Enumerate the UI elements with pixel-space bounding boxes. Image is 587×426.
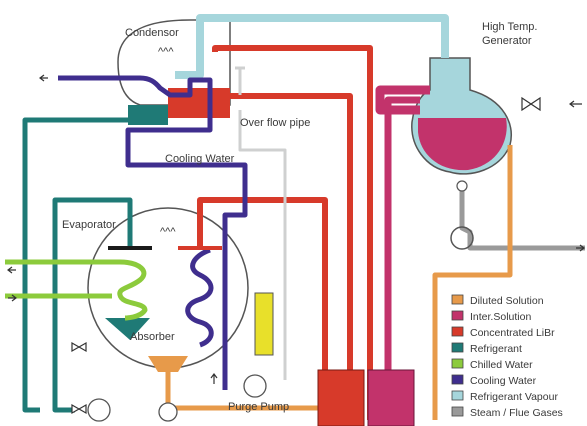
legend-swatch (451, 406, 464, 417)
refrigerant-pump (87, 398, 111, 422)
concentrated-pipe-3 (197, 197, 328, 420)
legend-swatch (451, 390, 464, 401)
absorber-sump (148, 356, 188, 372)
high-temp-generator-label-1: High Temp. (482, 21, 537, 33)
refrigerant-pipe-left (22, 117, 135, 413)
legend-swatch (451, 358, 464, 369)
legend-swatch (451, 310, 464, 321)
diluted-pipe (165, 145, 513, 420)
purge-pump-label: Purge Pump (228, 401, 289, 413)
arrow-cooling-in (210, 373, 218, 384)
legend-label: Diluted Solution (470, 295, 544, 307)
concentrated-pipe-1 (212, 45, 373, 420)
refrigerant-pipe-evap (52, 197, 133, 413)
steam-coil (450, 226, 474, 250)
legend-label: Concentrated LiBr (470, 327, 555, 339)
arrow-cooling-water-out (39, 74, 48, 82)
heat-exchanger-high (367, 369, 415, 426)
inter-solution-pipe-2 (375, 85, 430, 115)
solution-pump (158, 402, 178, 422)
overflow-pipe (235, 66, 287, 380)
legend-swatch (451, 342, 464, 353)
cooling-water-label: Cooling Water (165, 153, 235, 165)
legend-label: Refrigerant Vapour (470, 391, 558, 403)
chilled-water-coil (5, 259, 148, 321)
vapour-marks-evap: ^^^ (160, 226, 176, 238)
legend: Diluted SolutionInter.SolutionConcentrat… (451, 294, 563, 419)
cooling-water-coil (185, 247, 214, 348)
heat-exchanger-low (317, 369, 365, 426)
purge-pump-body (254, 292, 274, 356)
overflow-pipe-label: Over flow pipe (240, 117, 310, 129)
steam-trap (456, 180, 468, 192)
cooling-water-pipe (58, 75, 248, 390)
legend-label: Steam / Flue Gases (470, 407, 563, 419)
legend-swatch (451, 374, 464, 385)
refrigerant-tray (105, 318, 150, 340)
legend-swatch (451, 326, 464, 337)
high-temp-generator-liquid (418, 118, 507, 171)
refrigerant-valve-2 (71, 403, 87, 415)
vapour-marks-condensor: ^^^ (158, 46, 174, 58)
refrigerant-valve (71, 341, 87, 353)
legend-swatch (451, 294, 464, 305)
concentrated-pipe-2 (230, 93, 353, 420)
steam-pipe (459, 188, 585, 251)
arrow-steam-in (569, 100, 582, 108)
arrow-chilled-in (8, 294, 17, 302)
evaporator-label: Evaporator (62, 219, 116, 231)
purge-pump-motor (243, 374, 267, 398)
legend-label: Chilled Water (470, 359, 533, 371)
vapour-pipe (175, 14, 449, 79)
steam-valve (521, 96, 541, 112)
legend-label: Inter.Solution (470, 311, 531, 323)
arrow-chilled-out (7, 266, 16, 274)
legend-label: Refrigerant (470, 343, 522, 355)
legend-label: Cooling Water (470, 375, 537, 387)
condensor-label: Condensor (125, 27, 179, 39)
condensor-tank-refrigerant (128, 105, 168, 125)
arrow-steam-out (576, 244, 585, 252)
inter-solution-pipe (384, 96, 420, 420)
high-temp-generator-label-2: Generator (482, 35, 532, 47)
absorber-label: Absorber (130, 331, 175, 343)
